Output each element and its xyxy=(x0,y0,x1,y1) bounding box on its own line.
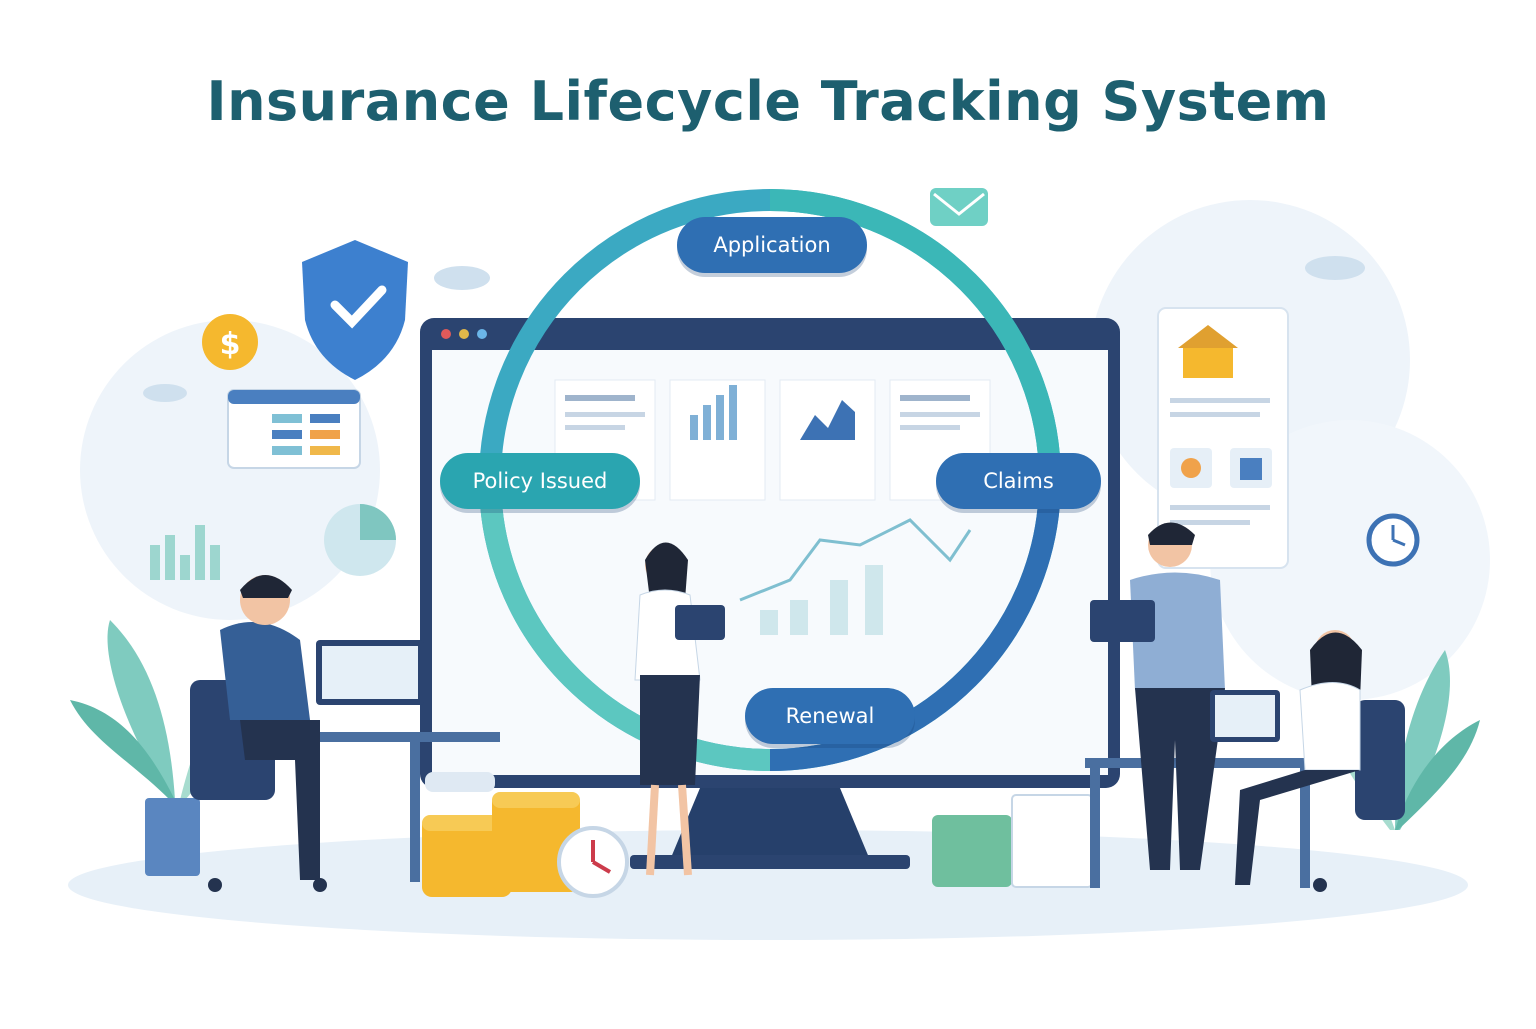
cash-stack xyxy=(932,794,1093,888)
person-desk-left xyxy=(190,575,424,892)
clock-icon xyxy=(557,826,629,898)
email-icon xyxy=(930,188,988,226)
coin-stacks xyxy=(422,772,580,897)
page-title: Insurance Lifecycle Tracking System xyxy=(206,70,1330,133)
document-panel xyxy=(1157,307,1289,569)
stage-application-pill[interactable]: Application xyxy=(677,217,867,273)
stage-application-label: Application xyxy=(713,233,831,257)
stage-claims-label: Claims xyxy=(983,469,1054,493)
house-icon xyxy=(1178,325,1238,378)
person-desk-right xyxy=(1210,630,1405,892)
stage-renewal-pill[interactable]: Renewal xyxy=(745,688,915,744)
stage-policy-issued-label: Policy Issued xyxy=(472,469,608,493)
shield-check-icon xyxy=(302,240,408,380)
svg-text:$: $ xyxy=(220,327,241,362)
gear-clock-icon xyxy=(1366,513,1420,567)
pie-chart-icon xyxy=(324,504,396,576)
browser-card xyxy=(227,389,361,469)
dollar-coin-icon: $ xyxy=(202,314,258,370)
bar-chart-icon xyxy=(150,525,220,580)
person-standing-right xyxy=(1090,522,1225,870)
stage-claims-pill[interactable]: Claims xyxy=(936,453,1101,509)
stage-policy-issued-pill[interactable]: Policy Issued xyxy=(440,453,640,509)
person-presenter xyxy=(634,542,725,876)
stage-renewal-label: Renewal xyxy=(785,704,875,728)
